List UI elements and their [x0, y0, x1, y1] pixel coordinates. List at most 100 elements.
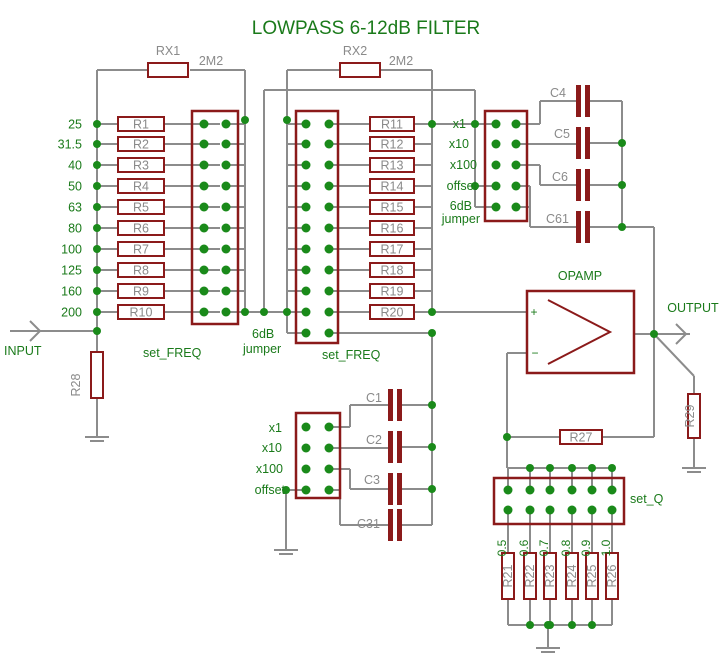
rx1-name: RX1 [156, 44, 180, 58]
jumper-pin [221, 223, 231, 233]
capacitor-C5-plate-a [576, 127, 581, 159]
wire [653, 333, 695, 377]
jumper-pin [525, 505, 535, 515]
jumper-pin [301, 139, 311, 149]
set-q-header [492, 476, 626, 526]
jumper-pin [199, 244, 209, 254]
capacitor-C4-plate-a [576, 85, 581, 117]
junction [588, 621, 596, 629]
jumper-pin [491, 119, 501, 129]
junction [241, 308, 249, 316]
q-value-0.5: 0.5 [495, 539, 509, 556]
junction [568, 621, 576, 629]
junction [93, 224, 101, 232]
top-jumper-offset: offset [447, 179, 478, 193]
q-value-0.7: 0.7 [537, 539, 551, 556]
capacitor-C31-plate-a [388, 509, 393, 541]
cap-label-c6: C6 [552, 170, 568, 184]
opamp-minus: − [531, 346, 538, 360]
resistor-R18 [369, 262, 415, 278]
junction [93, 287, 101, 295]
set-freq-header-1 [190, 109, 240, 326]
freq-value-label: 200 [61, 306, 82, 320]
resistor-R6 [117, 220, 165, 236]
opamp-triangle [547, 299, 613, 365]
jumper-pin [324, 286, 334, 296]
resistor-R3 [117, 157, 165, 173]
jumper-pin [324, 139, 334, 149]
resistor-R25-label: R25 [585, 564, 599, 587]
jumper-pin [324, 485, 334, 495]
resistor-R7-label: R7 [133, 243, 149, 257]
jumper-6db-label-2: jumper [242, 342, 281, 356]
capacitor-C31-plate-b [397, 509, 402, 541]
freq-value-label: 80 [68, 222, 82, 236]
resistor-R12 [369, 136, 415, 152]
junction [93, 120, 101, 128]
junction [428, 443, 436, 451]
set-freq-label-2: set_FREQ [322, 348, 381, 362]
resistor-R14 [369, 178, 415, 194]
cap-label-c61: C61 [546, 212, 569, 226]
resistor-R4-label: R4 [133, 180, 149, 194]
resistor-R4 [117, 178, 165, 194]
resistor-R11-label: R11 [381, 118, 403, 132]
jumper-pin [511, 202, 521, 212]
capacitor-C2-plate-a [388, 431, 393, 463]
opamp-label: OPAMP [558, 269, 602, 283]
jumper-pin [491, 181, 501, 191]
jumper-pin [503, 505, 513, 515]
jumper-pin [324, 160, 334, 170]
resistor-R8-label: R8 [133, 264, 149, 278]
resistor-R25 [585, 552, 599, 600]
resistor-R2 [117, 136, 165, 152]
jumper-pin [221, 307, 231, 317]
junction [618, 181, 626, 189]
jumper-pin [301, 307, 311, 317]
resistor-R24-label: R24 [565, 564, 579, 587]
jumper-pin [199, 202, 209, 212]
junction [283, 308, 291, 316]
cap-label-c31: C31 [357, 517, 380, 531]
junction [428, 120, 436, 128]
capacitor-C2-plate-b [397, 431, 402, 463]
freq-value-label: 40 [68, 159, 82, 173]
input-label: INPUT [4, 344, 42, 358]
jumper-pin [324, 202, 334, 212]
jumper-pin [587, 485, 597, 495]
jumper-pin [199, 265, 209, 275]
capacitor-C3-plate-a [388, 473, 393, 505]
bottom-jumper-offset: offset [255, 483, 286, 497]
jumper-pin [301, 464, 311, 474]
freq-value-label: 63 [68, 201, 82, 215]
q-value-0.9: 0.9 [579, 539, 593, 556]
bottom-jumper-x100: x100 [256, 462, 283, 476]
jumper-pin [301, 286, 311, 296]
r29-label: R29 [683, 404, 697, 427]
resistor-rx2 [339, 62, 381, 78]
rx2-name: RX2 [343, 44, 367, 58]
resistor-R8 [117, 262, 165, 278]
set-q-label: set_Q [630, 492, 664, 506]
junction [93, 266, 101, 274]
resistor-R1-label: R1 [133, 118, 149, 132]
q-value-1.0: 1.0 [599, 539, 613, 556]
jumper-pin [545, 485, 555, 495]
resistor-R3-label: R3 [133, 159, 149, 173]
resistor-R13 [369, 157, 415, 173]
resistor-R10 [117, 304, 165, 320]
junction [428, 401, 436, 409]
resistor-r28 [90, 351, 104, 399]
capacitor-C4-plate-b [585, 85, 590, 117]
resistor-R22 [523, 552, 537, 600]
jumper-pin [511, 181, 521, 191]
junction [93, 245, 101, 253]
resistor-R17 [369, 241, 415, 257]
jumper-pin [607, 485, 617, 495]
jumper-pin [301, 244, 311, 254]
freq-value-label: 100 [61, 243, 82, 257]
jumper-pin [324, 119, 334, 129]
jumper-pin [324, 265, 334, 275]
resistor-R18-label: R18 [381, 264, 404, 278]
